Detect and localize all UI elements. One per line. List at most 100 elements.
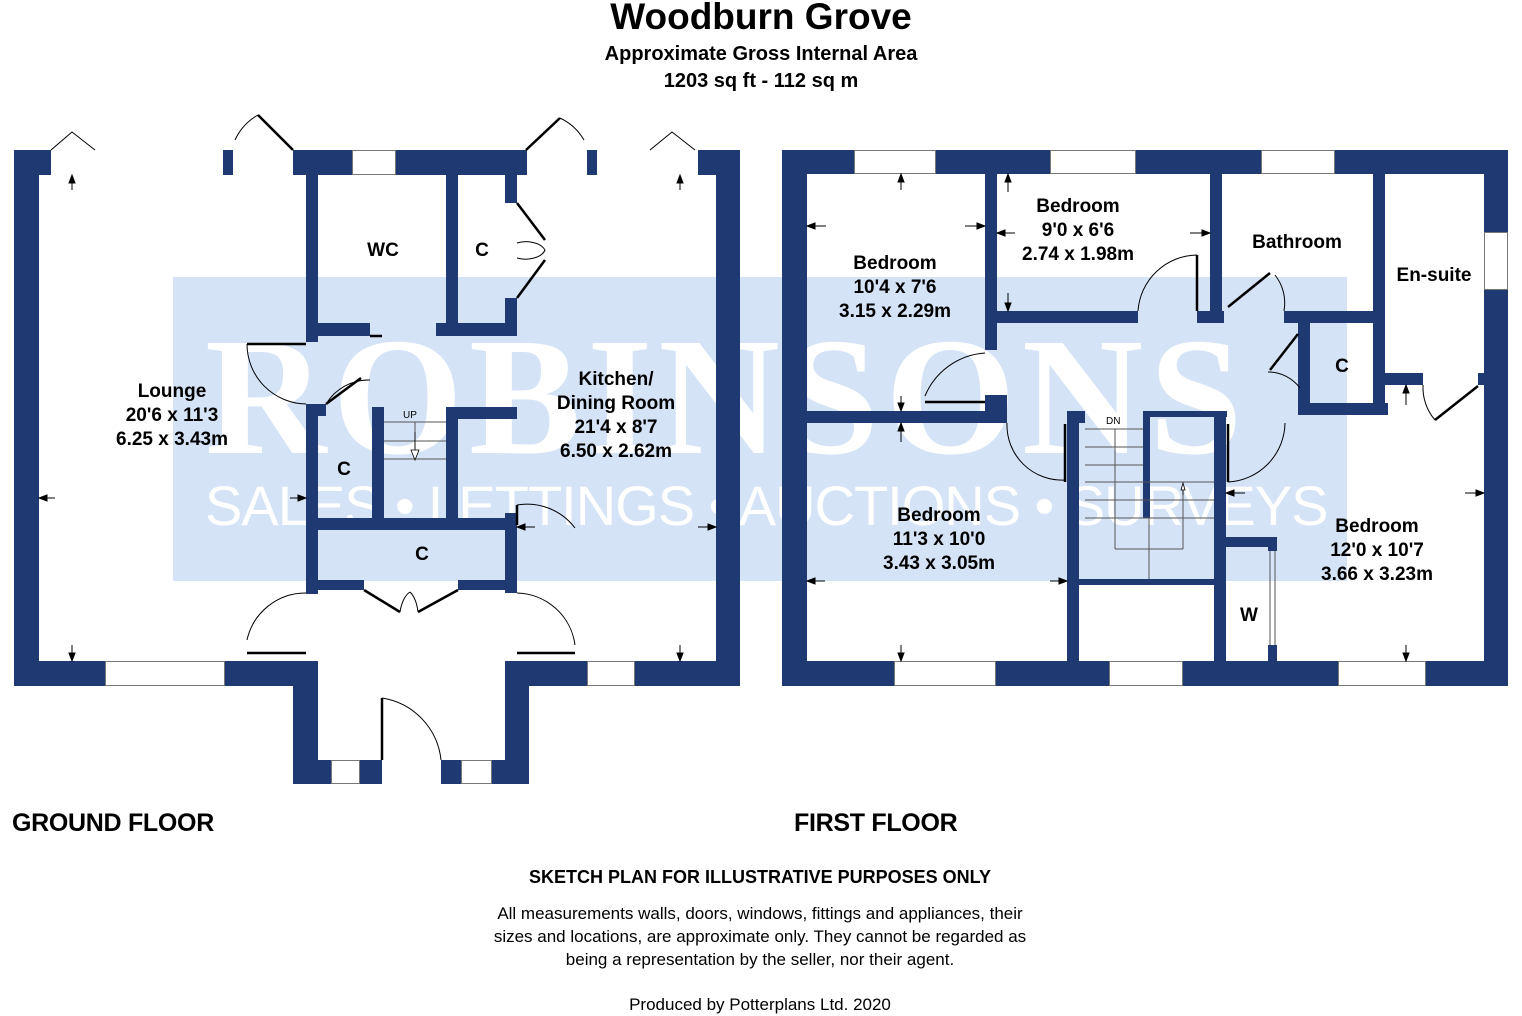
gross-area: 1203 sq ft - 112 sq m [663,70,859,92]
wall [635,661,740,686]
room-name: WC [367,240,399,261]
window [1261,150,1335,174]
wall [1143,411,1150,518]
wall [446,407,517,419]
room-kitchen-dining: Kitchen/ Dining Room 21'4 x 8'7 6.50 x 2… [557,368,675,464]
room-cupboard: C [337,458,351,482]
door-arc [516,241,546,260]
room-en-suite: En-suite [1397,264,1472,288]
window [461,760,492,784]
room-name: Bedroom [853,253,937,274]
room-dimensions-metric: 2.74 x 1.98m [1022,244,1134,265]
room-wardrobe: W [1240,604,1258,628]
disclaimer-line: All measurements walls, doors, windows, … [497,904,1023,923]
wall [1298,403,1388,415]
stairs-up-label: UP [403,410,417,421]
wall [985,395,1007,423]
wall [306,150,318,342]
wall [782,411,1007,423]
window [854,150,936,174]
window [894,661,996,686]
room-name: Dining Room [556,393,676,414]
wall [1183,661,1338,686]
room-wc: WC [367,239,399,263]
wall [505,175,517,203]
plan-subtitle: Approximate Gross Internal Area [604,43,918,65]
door-arc [234,114,259,141]
window [1484,232,1508,290]
wall [1067,411,1079,662]
window [1050,150,1136,174]
wall [223,150,233,175]
wall [360,760,382,784]
room-name: Bedroom [1335,516,1419,537]
wall [306,580,364,590]
wall [14,150,51,175]
wall [446,407,458,523]
wall [505,298,517,336]
room-name: C [475,240,489,261]
window [105,661,225,686]
wall [782,150,854,174]
room-lounge: Lounge 20'6 x 11'3 6.25 x 3.43m [116,380,228,452]
door-arc [325,379,371,405]
disclaimer-line: being a representation by the seller, no… [565,950,955,969]
room-bedroom: Bedroom 10'4 x 7'6 3.15 x 2.29m [839,252,951,324]
room-dimensions-metric: 6.25 x 3.43m [116,429,228,450]
door-arc [246,343,307,405]
producer-credit: Produced by Potterplans Ltd. 2020 [629,995,891,1014]
wall [1210,150,1222,322]
room-dimensions-imperial: 10'4 x 7'6 [853,277,937,298]
room-name: Kitchen/ [578,369,654,390]
wall [396,150,527,175]
wall [985,150,997,350]
room-name: W [1240,605,1258,626]
room-name: C [415,544,429,565]
window [331,760,360,784]
room-name: C [337,459,351,480]
door-arc [559,117,585,141]
room-dimensions-metric: 3.15 x 2.29m [839,301,951,322]
wall [306,404,318,594]
room-bedroom: Bedroom 11'3 x 10'0 3.43 x 3.05m [883,504,995,576]
window [587,661,635,686]
wall [492,760,529,784]
wall [1268,645,1277,663]
wall [1478,373,1488,385]
wall [372,407,384,523]
wall [1298,318,1310,414]
wall [1426,661,1508,686]
room-bedroom: Bedroom 9'0 x 6'6 2.74 x 1.98m [1022,195,1134,267]
wall [716,150,740,686]
room-dimensions-imperial: 12'0 x 10'7 [1330,540,1424,561]
ground-floor-label: GROUND FLOOR [12,809,214,837]
wall [14,661,105,686]
wall [446,150,458,336]
wall [441,760,461,784]
wall [306,404,326,416]
plan-title: Woodburn Grove [610,0,912,37]
room-bathroom: Bathroom [1252,231,1342,255]
wall [996,661,1109,686]
wall [306,323,370,336]
room-dimensions-imperial: 20'6 x 11'3 [125,405,219,426]
room-dimensions-imperial: 9'0 x 6'6 [1041,220,1115,241]
room-name: Bedroom [897,505,981,526]
room-cupboard: C [475,239,489,263]
wall [1143,411,1227,417]
wall [1226,537,1277,547]
door-swing [649,131,696,151]
wall [1484,290,1508,686]
wall [985,311,1138,323]
wall [458,580,517,590]
window [1109,661,1183,686]
wall [1136,150,1261,174]
wall [293,150,352,175]
window [352,150,396,175]
room-dimensions-metric: 3.66 x 3.23m [1321,564,1433,585]
wall [782,661,894,686]
disclaimer-heading: SKETCH PLAN FOR ILLUSTRATIVE PURPOSES ON… [528,867,992,887]
disclaimer-line: sizes and locations, are approximate onl… [493,927,1027,946]
room-name: En-suite [1396,265,1472,286]
